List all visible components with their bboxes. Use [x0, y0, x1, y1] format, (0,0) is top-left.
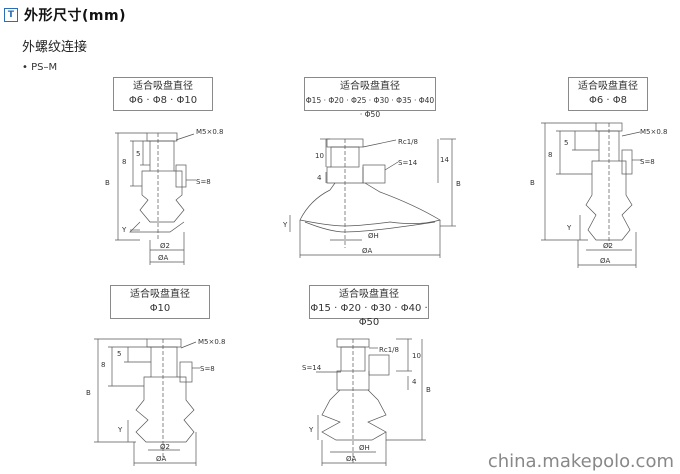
dim-5-label: 5	[564, 139, 568, 147]
dia-h-label: ØH	[368, 232, 379, 240]
spec-box-title: 适合吸盘直径	[339, 289, 399, 300]
hex-label: S=8	[200, 365, 215, 373]
dim-b-label: B	[86, 389, 91, 397]
section-title: 外形尺寸(mm)	[24, 8, 126, 24]
drawing-4: B 8 5 Y M5×0.8 S=8 Ø2 ØA	[86, 338, 226, 466]
dim-14-label: 14	[440, 156, 449, 164]
dia-small-label: Ø2	[160, 242, 170, 250]
dia-h-label: ØH	[359, 444, 370, 452]
dim-b-label: B	[530, 179, 535, 187]
dia-small-label: Ø2	[160, 443, 170, 451]
dia-a-label: ØA	[156, 455, 167, 463]
spec-box-3: 适合吸盘直径 Φ6 · Φ8	[568, 77, 648, 111]
spec-box-2: 适合吸盘直径 Φ15 · Φ20 · Φ25 · Φ30 · Φ35 · Φ40…	[304, 77, 436, 119]
hex-label: S=14	[302, 364, 322, 372]
dim-5-label: 5	[117, 350, 121, 358]
subtitle: 外螺纹连接	[22, 40, 88, 55]
dim-8-label: 8	[548, 151, 552, 159]
dia-a-label: ØA	[346, 455, 357, 463]
dim-10-label: 10	[315, 152, 324, 160]
drawing-2: 10 4 14 B Y Rc1/8 S=14 ØH ØA	[282, 138, 461, 258]
dim-8-label: 8	[122, 158, 126, 166]
dia-a-label: ØA	[158, 254, 169, 262]
spec-box-title: 适合吸盘直径	[133, 81, 193, 92]
drawing-5: S=14 Rc1/8 10 4 B Y ØH ØA	[302, 338, 431, 466]
dim-5-label: 5	[136, 150, 140, 158]
spec-box-values: Φ15 · Φ20 · Φ25 · Φ30 · Φ35 · Φ40 · Φ50	[305, 96, 435, 119]
drawing-1: B 8 5 Y M5×0.8 S=8 Ø2 ØA	[105, 128, 224, 265]
hex-label: S=8	[640, 158, 655, 166]
series-label: • PS–M	[22, 62, 58, 73]
hex-label: S=8	[196, 178, 211, 186]
hex-label: S=14	[398, 159, 418, 167]
section-icon: T	[4, 8, 18, 22]
drawing-3: B 8 5 Y M5×0.8 S=8 Ø2 ØA	[530, 122, 668, 268]
section-header: T 外形尺寸(mm)	[4, 4, 126, 26]
thread-label: Rc1/8	[398, 138, 418, 146]
dim-y-label: Y	[282, 221, 288, 229]
dim-4-label: 4	[412, 378, 417, 386]
spec-box-values: Φ6 · Φ8 · Φ10	[128, 95, 198, 106]
spec-box-title: 适合吸盘直径	[340, 81, 400, 92]
dim-b-label: B	[426, 386, 431, 394]
dia-small-label: Ø2	[603, 242, 613, 250]
dim-b-label: B	[105, 179, 110, 187]
spec-box-title: 适合吸盘直径	[578, 81, 638, 92]
dia-a-label: ØA	[362, 247, 373, 255]
dim-y-label: Y	[121, 226, 127, 234]
dia-a-label: ØA	[600, 257, 611, 265]
dim-y-label: Y	[308, 426, 314, 434]
spec-box-5: 适合吸盘直径 Φ15 · Φ20 · Φ30 · Φ40 · Φ50	[309, 285, 429, 328]
dim-y-label: Y	[117, 426, 123, 434]
thread-label: Rc1/8	[379, 346, 399, 354]
dim-y-label: Y	[566, 224, 572, 232]
spec-box-title: 适合吸盘直径	[130, 289, 190, 300]
spec-box-1: 适合吸盘直径 Φ6 · Φ8 · Φ10	[113, 77, 213, 111]
spec-box-values: Φ10	[149, 303, 171, 314]
spec-box-values: Φ15 · Φ20 · Φ30 · Φ40 · Φ50	[310, 303, 428, 328]
dim-b-label: B	[456, 180, 461, 188]
spec-box-4: 适合吸盘直径 Φ10	[110, 285, 210, 319]
thread-label: M5×0.8	[196, 128, 224, 136]
dim-4-label: 4	[317, 174, 322, 182]
dim-8-label: 8	[101, 361, 105, 369]
dim-10-label: 10	[412, 352, 421, 360]
spec-box-values: Φ6 · Φ8	[588, 95, 627, 106]
watermark: china.makepolo.com	[487, 451, 674, 472]
thread-label: M5×0.8	[198, 338, 226, 346]
thread-label: M5×0.8	[640, 128, 668, 136]
